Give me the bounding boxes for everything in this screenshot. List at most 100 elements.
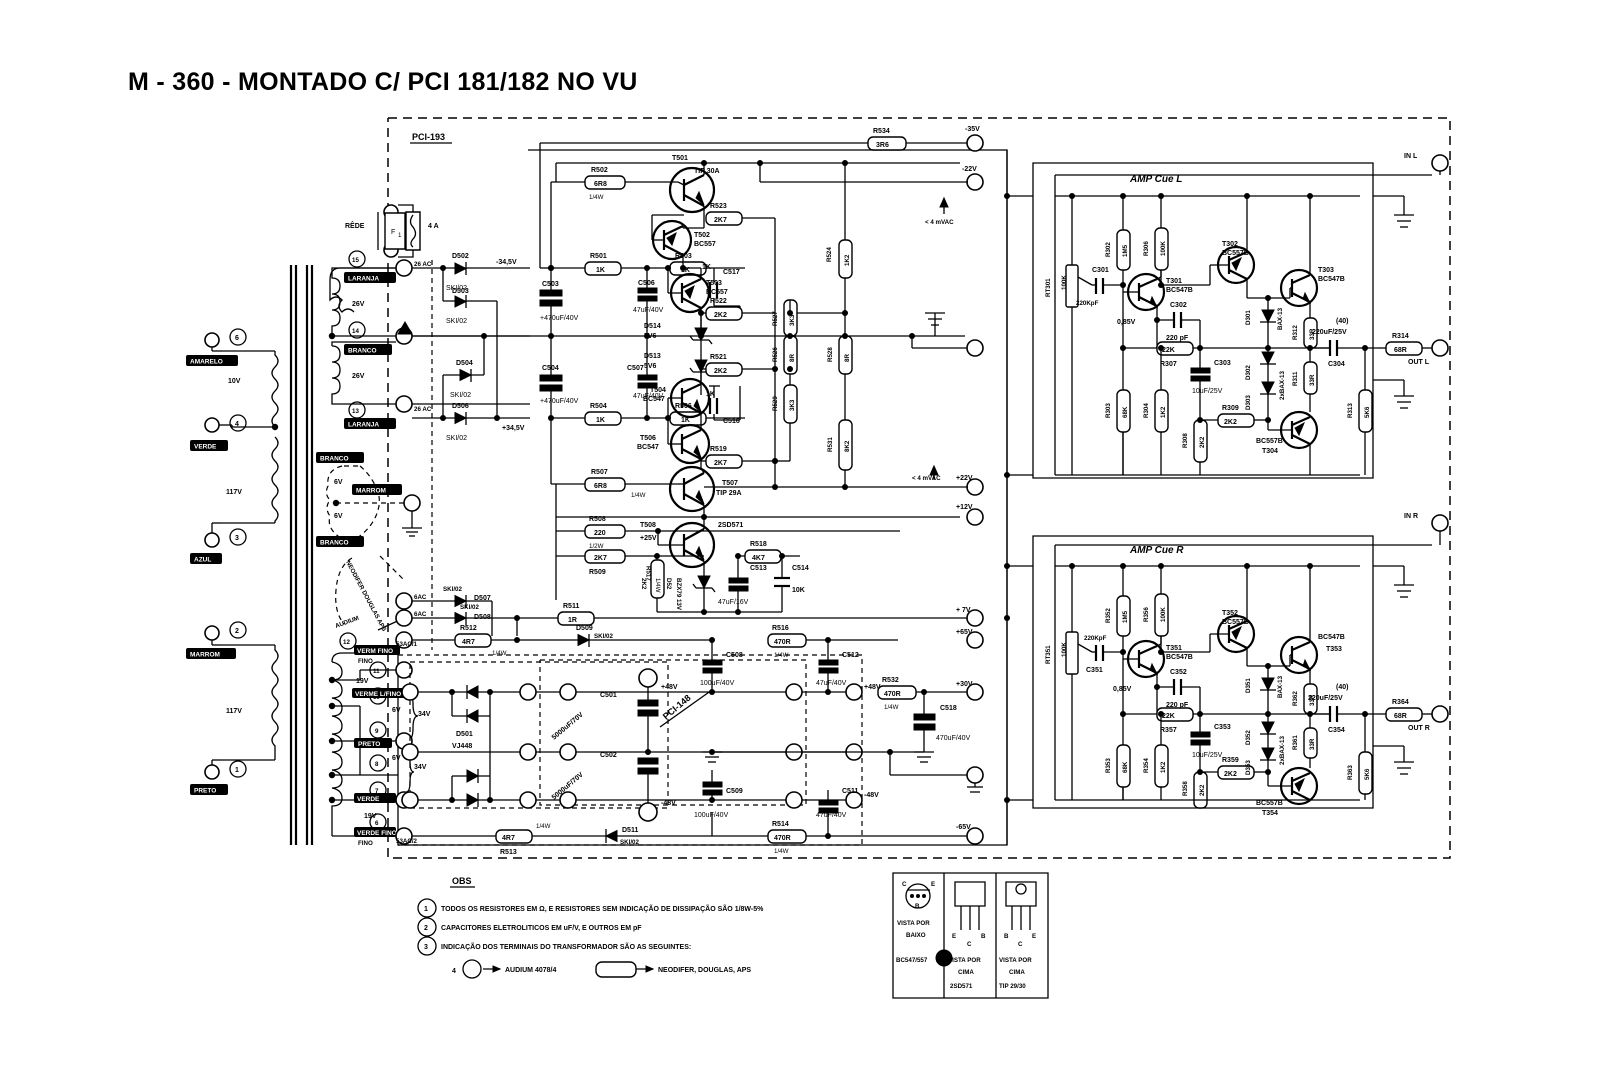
d351-val: BAX-13 bbox=[1277, 675, 1284, 698]
c514-ref: C514 bbox=[792, 565, 809, 572]
t502-ref: T502 bbox=[694, 232, 710, 239]
c502-ref: C502 bbox=[600, 752, 617, 759]
c301-val: 220KpF bbox=[1076, 300, 1099, 307]
d509-val: SKI/02 bbox=[594, 633, 613, 640]
r309-val: 2K2 bbox=[1224, 419, 1237, 426]
d506-ref: D506 bbox=[452, 403, 469, 410]
t351-type: BC547B bbox=[1166, 654, 1193, 661]
out-l-label: OUT L bbox=[1408, 359, 1430, 366]
c353-ref: C353 bbox=[1214, 724, 1231, 731]
r519-val: 2K7 bbox=[714, 460, 727, 467]
r527-val: 3K3 bbox=[789, 314, 796, 326]
rail-p12-label: +12V bbox=[956, 504, 973, 511]
secondary-tag-laranja-1: LARANJA bbox=[348, 276, 379, 283]
r521-ref: R521 bbox=[710, 354, 727, 361]
svg-text:7: 7 bbox=[375, 788, 379, 795]
r512-power: 1/4W bbox=[492, 650, 507, 657]
r518-ref: R518 bbox=[750, 541, 767, 548]
rt301-ref: RT301 bbox=[1045, 278, 1052, 297]
d503-ref: D503 bbox=[452, 288, 469, 295]
t351-ref: T351 bbox=[1166, 645, 1182, 652]
secondary-tag-verme-lfino: VERME L/FINO bbox=[355, 691, 401, 698]
svg-text:4: 4 bbox=[235, 421, 239, 428]
pinout-2-part: 2SD571 bbox=[950, 983, 973, 990]
c509-ref: C509 bbox=[726, 788, 743, 795]
r512-val: 4R7 bbox=[462, 639, 475, 646]
r353-ref: R353 bbox=[1105, 758, 1112, 773]
t508-type: 2SD571 bbox=[718, 522, 743, 529]
pci-193-boundary bbox=[388, 118, 1450, 858]
d507-val: SKI/02 bbox=[443, 586, 462, 593]
pinout-1-view-a: VISTA POR bbox=[897, 920, 930, 927]
rt351-ref: RT351 bbox=[1045, 645, 1052, 664]
c503-ref: C503 bbox=[542, 281, 559, 288]
r514-val: 470R bbox=[774, 835, 791, 842]
aux-value-6v-2: 6V bbox=[334, 513, 343, 520]
d302-val: 2xBAX-13 bbox=[1279, 371, 1286, 400]
c354-note: (40) bbox=[1336, 684, 1348, 691]
ac-tap-53ac1: 53AC/1 bbox=[396, 641, 418, 648]
r528-ref: R528 bbox=[827, 347, 834, 362]
legend-circle-label: AUDIUM 4078/4 bbox=[505, 967, 556, 974]
rectifier-bridge: D502 SKI/02 D503 SKI/02 D504 SKI/02 D506… bbox=[398, 253, 530, 442]
d502-val: SKI/02 bbox=[446, 285, 467, 292]
secondary-tag-verde: VERDE bbox=[357, 796, 380, 803]
ac-tap-53ac2: 53AC/2 bbox=[396, 838, 418, 845]
r314-val: 68R bbox=[1394, 347, 1407, 354]
d352-ref: D352 bbox=[1245, 730, 1252, 745]
rail-p48-a: +48V bbox=[661, 684, 678, 691]
r532-ref: R532 bbox=[882, 677, 899, 684]
d303-ref: D303 bbox=[1245, 395, 1252, 410]
r504-ref: R504 bbox=[590, 403, 607, 410]
secondary-value-26v-a: 26V bbox=[352, 301, 365, 308]
legend-prefix: 4 bbox=[452, 968, 456, 975]
pin-c-2: C bbox=[967, 941, 972, 948]
d52-val: BZX79 13V bbox=[675, 578, 682, 611]
t508-pass: T508 2SD571 +25V R508 220 1/2W 2K7 R509 … bbox=[556, 516, 900, 615]
c501-val: 5000uF/70V bbox=[551, 711, 585, 741]
rail-p7-label: + 7V bbox=[956, 607, 971, 614]
out-r-label: OUT R bbox=[1408, 725, 1430, 732]
ac-26-top: 26 AC bbox=[414, 261, 432, 268]
d506-val: SKI/02 bbox=[446, 435, 467, 442]
r357-ref: R357 bbox=[1160, 727, 1177, 734]
d513-val: 5V6 bbox=[644, 363, 657, 370]
c352-ref: C352 bbox=[1170, 669, 1187, 676]
rail-links bbox=[1004, 150, 1033, 845]
primary-value-117v-a: 117V bbox=[226, 489, 242, 496]
r303-ref: R303 bbox=[1105, 403, 1112, 418]
aux-ground bbox=[402, 495, 422, 536]
r513-branch: 4R7 R513 1/4W D511 SKI/02 bbox=[412, 823, 712, 856]
r504-val: 1K bbox=[596, 417, 605, 424]
r352-ref: R352 bbox=[1105, 608, 1112, 623]
d351-ref: D351 bbox=[1245, 678, 1252, 693]
d501-val: VJ448 bbox=[452, 743, 472, 750]
r513-val: 4R7 bbox=[502, 835, 515, 842]
aux-rectifiers: D507 SKI/02 D508 SKI/02 R511 1R R512 4R7… bbox=[412, 586, 898, 657]
amp-cue-r-block: AMP Cue R RT351 100K 220KpF C351 R352 1M… bbox=[1033, 536, 1448, 817]
t304-ref: T304 bbox=[1262, 448, 1278, 455]
c504-ref: C504 bbox=[542, 365, 559, 372]
c506-ref: C506 bbox=[638, 280, 655, 287]
in-r-label: IN R bbox=[1404, 513, 1418, 520]
r354-ref: R354 bbox=[1143, 758, 1150, 773]
pin-e-1: E bbox=[931, 881, 935, 888]
svg-text:15: 15 bbox=[352, 257, 359, 264]
c508-val: 100uF/40V bbox=[700, 680, 735, 687]
aux-tag-branco-2: BRANCO bbox=[320, 540, 349, 547]
r509-ref: R509 bbox=[589, 569, 606, 576]
r534-val: 3R6 bbox=[876, 142, 889, 149]
t507-regulator: T507 TIP 29A bbox=[556, 467, 960, 520]
r521-val: 2K2 bbox=[714, 368, 727, 375]
c512-ref: C512 bbox=[842, 652, 859, 659]
c512-val: 47uF/40V bbox=[816, 680, 847, 687]
c501-ref: C501 bbox=[600, 692, 617, 699]
pinout-box: C E B VISTA POR BAIXO BC547/557 E C B VI… bbox=[893, 873, 1048, 998]
t504-type: BC547 bbox=[643, 396, 665, 403]
r532-power: 1/4W bbox=[884, 704, 899, 711]
amp-cue-l-block: AMP Cue L RT301 100K C301 220KpF R302 1M… bbox=[1033, 163, 1448, 478]
r529-ref: R529 bbox=[772, 396, 779, 411]
amp-cue-l-title: AMP Cue L bbox=[1129, 174, 1182, 185]
t506-driver: T506 BC547 R519 2K7 bbox=[637, 418, 778, 468]
svg-text:1: 1 bbox=[398, 232, 402, 239]
